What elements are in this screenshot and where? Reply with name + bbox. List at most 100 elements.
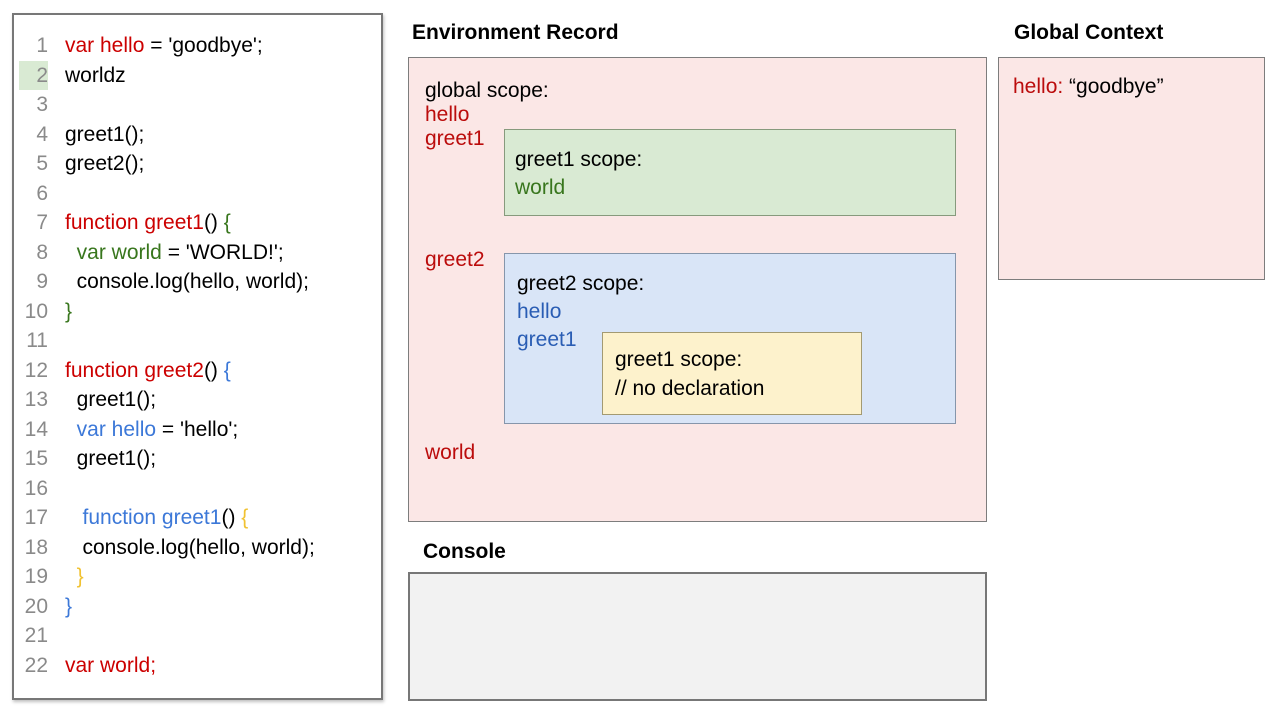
line-number: 11 [26, 329, 48, 352]
code-line: 19 } [14, 562, 381, 592]
code-token: = 'goodbye'; [144, 34, 263, 57]
line-number: 4 [36, 122, 48, 146]
code-token [65, 241, 77, 264]
code-token [65, 418, 77, 441]
code-text: function greet2() { [65, 359, 231, 382]
environment-record-title: Environment Record [412, 21, 619, 44]
code-token: var world; [65, 653, 157, 677]
code-line: 5 greet2(); [14, 149, 381, 179]
code-text: } [65, 300, 72, 323]
greet2-scope-label: greet2 scope: [517, 272, 645, 295]
code-text: greet1(); [65, 447, 156, 470]
line-number: 14 [24, 417, 48, 441]
code-token: var hello [76, 417, 157, 441]
env-var-hello: hello [425, 103, 470, 126]
line-number: 8 [36, 240, 48, 264]
code-token: function greet1 [82, 506, 222, 529]
code-text: greet2(); [65, 152, 144, 175]
environment-record-box: global scope: hello greet1 greet2 world … [408, 57, 987, 522]
line-number: 21 [24, 624, 48, 647]
line-number: 15 [24, 447, 48, 470]
code-token: = 'hello'; [156, 417, 239, 441]
console-title: Console [423, 540, 506, 563]
code-text: function greet1() { [65, 506, 249, 529]
line-number: 5 [36, 152, 48, 175]
code-token: greet1(); [65, 447, 157, 470]
env-var-greet1: greet1 [425, 127, 485, 150]
code-token: function greet2 [65, 358, 204, 382]
greet1-scope-var-world: world [515, 176, 566, 199]
code-text: greet1(); [65, 388, 156, 411]
global-context-entry-value: “goodbye” [1069, 75, 1164, 98]
line-number: 19 [24, 565, 48, 588]
code-text: console.log(hello, world); [65, 536, 315, 559]
code-text: worldz [65, 64, 126, 87]
code-text: } [65, 595, 72, 618]
code-token: console.log(hello, world); [65, 270, 309, 293]
code-line: 2 worldz [14, 60, 381, 90]
code-line: 4 greet1(); [14, 120, 381, 150]
greet1-scope-label: greet1 scope: [515, 148, 643, 171]
code-token: } [65, 594, 73, 618]
code-line: 17 function greet1() { [14, 503, 381, 533]
line-number: 9 [36, 270, 48, 293]
code-text: var world = 'WORLD!'; [65, 241, 284, 264]
code-text: console.log(hello, world); [65, 270, 309, 293]
line-number: 16 [24, 476, 48, 500]
code-token: () [203, 358, 224, 382]
code-token: worldz [65, 63, 126, 87]
code-line: 22 var world; [14, 651, 381, 681]
code-line: 11 [14, 326, 381, 356]
line-number: 1 [36, 34, 48, 57]
line-number: 7 [36, 211, 48, 234]
code-token: { [223, 211, 231, 234]
global-context-entry-key: hello: [1013, 75, 1064, 98]
line-number: 18 [24, 535, 48, 559]
code-line: 10} [14, 297, 381, 327]
code-text: var hello = 'hello'; [65, 417, 239, 441]
nested-greet1-scope-label: greet1 scope: [615, 348, 743, 371]
nested-greet1-scope-comment: // no declaration [615, 377, 765, 400]
code-token: { [241, 506, 249, 529]
code-line: 6 [14, 179, 381, 209]
code-token: greet1(); [65, 388, 157, 411]
code-line: 20} [14, 592, 381, 622]
code-line: 7 function greet1() { [14, 208, 381, 238]
nested-greet1-scope-box: greet1 scope: // no declaration [602, 332, 862, 415]
code-token: console.log(hello, world); [65, 535, 315, 559]
line-number: 10 [24, 299, 48, 323]
greet2-scope-box: greet2 scope: hello greet1 greet1 scope:… [504, 253, 956, 424]
code-token: greet1(); [65, 122, 145, 146]
code-line: 14 var hello = 'hello'; [14, 415, 381, 445]
code-text: greet1(); [65, 123, 144, 146]
code-token: () [221, 506, 242, 529]
code-text: function greet1() { [65, 211, 231, 234]
line-number: 22 [24, 653, 48, 677]
greet1-scope-box: greet1 scope: world [504, 129, 956, 216]
line-number-highlighted: 2 [19, 60, 48, 90]
env-var-greet2: greet2 [425, 248, 485, 271]
code-line: 13 greet1(); [14, 385, 381, 415]
code-line: 9 console.log(hello, world); [14, 267, 381, 297]
code-token: } [76, 565, 84, 588]
env-var-world: world [425, 441, 476, 464]
console-output-box [408, 572, 987, 701]
code-token: var hello [65, 34, 145, 57]
code-line: 18 console.log(hello, world); [14, 533, 381, 563]
code-text: var hello = 'goodbye'; [65, 34, 263, 57]
code-line: 21 [14, 621, 381, 651]
global-context-entry: hello: “goodbye” [1013, 74, 1164, 100]
line-number: 20 [24, 594, 48, 618]
code-token [65, 506, 83, 529]
greet2-scope-var-hello: hello [517, 300, 562, 323]
code-token: var world [76, 240, 162, 264]
global-context-title: Global Context [1014, 21, 1164, 44]
code-token: { [223, 358, 231, 382]
code-token: } [65, 299, 73, 323]
line-number: 6 [36, 181, 48, 205]
code-token: = 'WORLD!'; [161, 240, 284, 264]
code-token: greet2(); [65, 152, 145, 175]
